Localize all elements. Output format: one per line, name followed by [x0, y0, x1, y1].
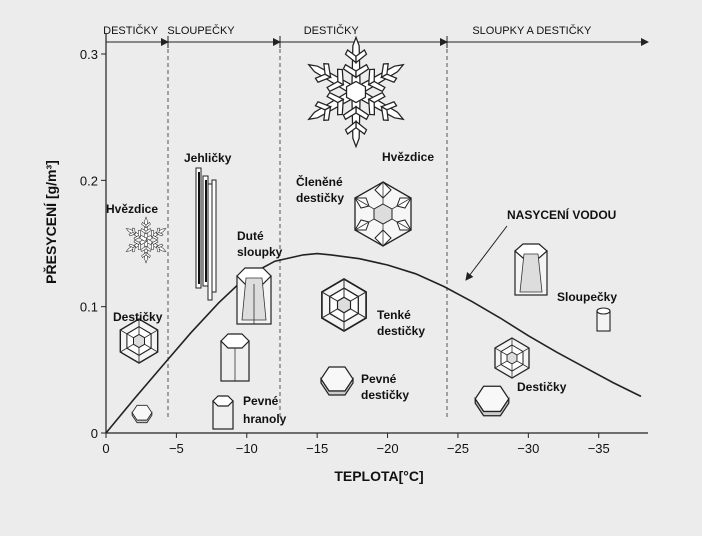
thin-plate-icon — [321, 278, 367, 332]
prism-icon — [212, 395, 234, 430]
y-axis-ticks: 0 0.1 0.2 0.3 — [80, 47, 106, 441]
label-nasyceni-vodou: NASYCENÍ VODOU — [507, 207, 616, 222]
label-clenene-2: destičky — [296, 191, 344, 205]
label-tenke-1: Tenké — [377, 308, 411, 322]
large-snowflake-icon — [301, 36, 411, 148]
label-jehlicky: Jehličky — [184, 151, 232, 165]
small-column-icon — [596, 307, 611, 332]
label-desticky-right: Destičky — [517, 380, 567, 394]
x-tick-label: −20 — [377, 441, 399, 456]
region-label: SLOUPEČKY — [167, 24, 235, 37]
x-tick-label: −35 — [588, 441, 610, 456]
water-saturation-curve — [105, 252, 642, 434]
y-tick-label: 0.3 — [80, 47, 98, 62]
y-axis-title: PŘESYCENÍ [g/m³] — [42, 160, 59, 284]
solid-plate-right-icon — [474, 385, 510, 417]
x-axis-ticks: 0 −5 −10 −15 −20 −25 −30 −35 — [102, 433, 610, 456]
label-clenene-1: Členěné — [296, 174, 343, 189]
plate-right-icon — [494, 337, 530, 379]
hollow-column-icon — [236, 267, 272, 325]
label-pevne-desticky-1: Pevné — [361, 372, 397, 386]
region-label: SLOUPKY A DESTIČKY — [472, 24, 592, 37]
axes — [105, 34, 648, 434]
x-tick-label: 0 — [102, 441, 109, 456]
plate-left-icon — [119, 318, 159, 364]
x-tick-label: −10 — [236, 441, 258, 456]
hollow-column-right-icon — [514, 243, 548, 296]
region-label: DESTIČKY — [304, 24, 360, 37]
small-solid-plate-icon — [131, 404, 153, 424]
label-pevne-desticky-2: destičky — [361, 388, 409, 402]
x-tick-label: −25 — [447, 441, 469, 456]
label-dute: Duté — [237, 229, 264, 243]
region-separators — [167, 42, 448, 420]
needles-icon — [195, 167, 217, 301]
x-axis-title: TEPLOTA[°C] — [334, 468, 423, 484]
region-band — [106, 36, 649, 48]
x-tick-label: −15 — [306, 441, 328, 456]
label-pevne-hranoly-1: Pevné — [243, 394, 279, 408]
y-tick-label: 0 — [91, 426, 98, 441]
y-tick-label: 0.1 — [80, 300, 98, 315]
label-tenke-2: destičky — [377, 324, 425, 338]
saturation-pointer — [465, 225, 508, 281]
label-pevne-hranoly-2: hranoly — [243, 412, 287, 426]
solid-plate-icon — [320, 366, 354, 396]
x-tick-label: −30 — [517, 441, 539, 456]
label-desticky-left: Destičky — [113, 310, 163, 324]
sectored-plate-icon — [354, 181, 412, 247]
label-sloupky: sloupky — [237, 245, 283, 259]
x-tick-label: −5 — [169, 441, 184, 456]
label-hvezdice-top: Hvězdice — [382, 150, 434, 164]
region-labels: DESTIČKY SLOUPEČKY DESTIČKY SLOUPKY A DESTI… — [103, 24, 592, 37]
region-label: DESTIČKY — [103, 24, 159, 37]
label-hvezdice-left: Hvězdice — [106, 202, 158, 216]
small-snowflake-icon — [123, 216, 169, 264]
y-tick-label: 0.2 — [80, 173, 98, 188]
solid-column-icon — [220, 333, 250, 382]
label-sloupecky-right: Sloupečky — [557, 290, 617, 304]
